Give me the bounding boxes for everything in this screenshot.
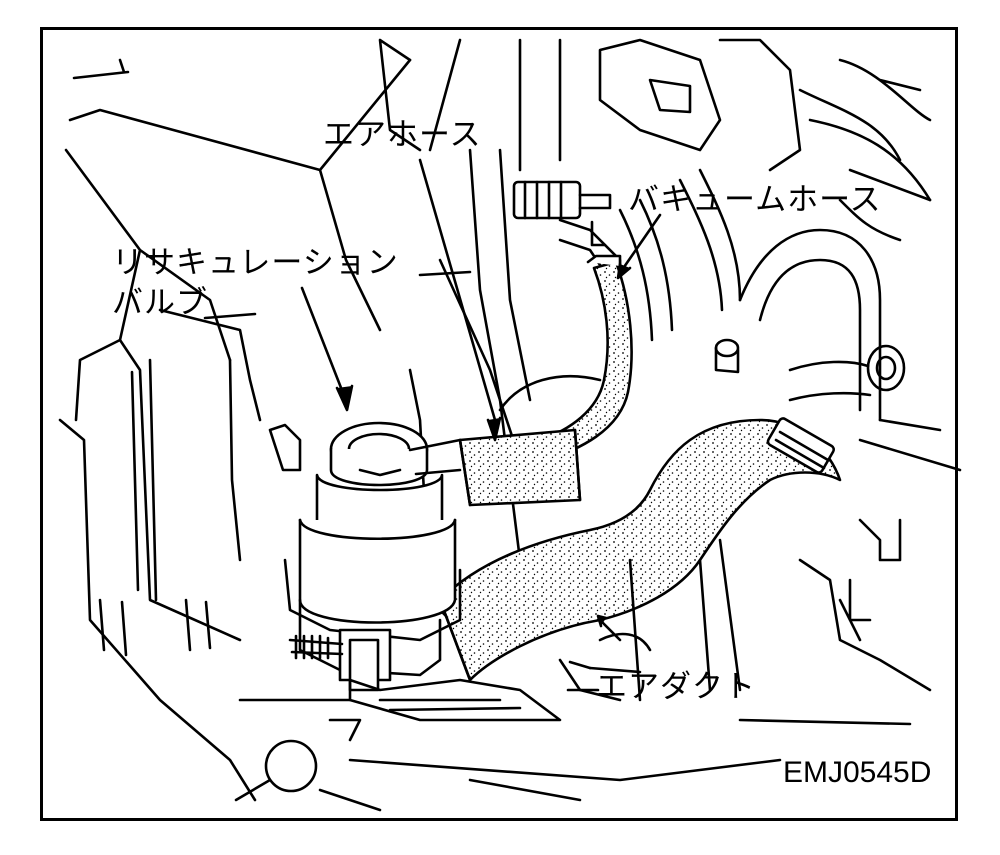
vacuum-hose-label: バキュームホース	[628, 182, 882, 218]
air-hose-label: エアホース	[323, 117, 482, 153]
recirculation-valve-label-line1: リサキュレーション	[112, 245, 399, 281]
recirculation-valve-label-line2: バルブ	[112, 285, 208, 321]
air-duct-label: エアダクト	[596, 669, 756, 705]
figure-frame	[40, 27, 958, 821]
figure-code: EMJ0545D	[783, 756, 932, 789]
